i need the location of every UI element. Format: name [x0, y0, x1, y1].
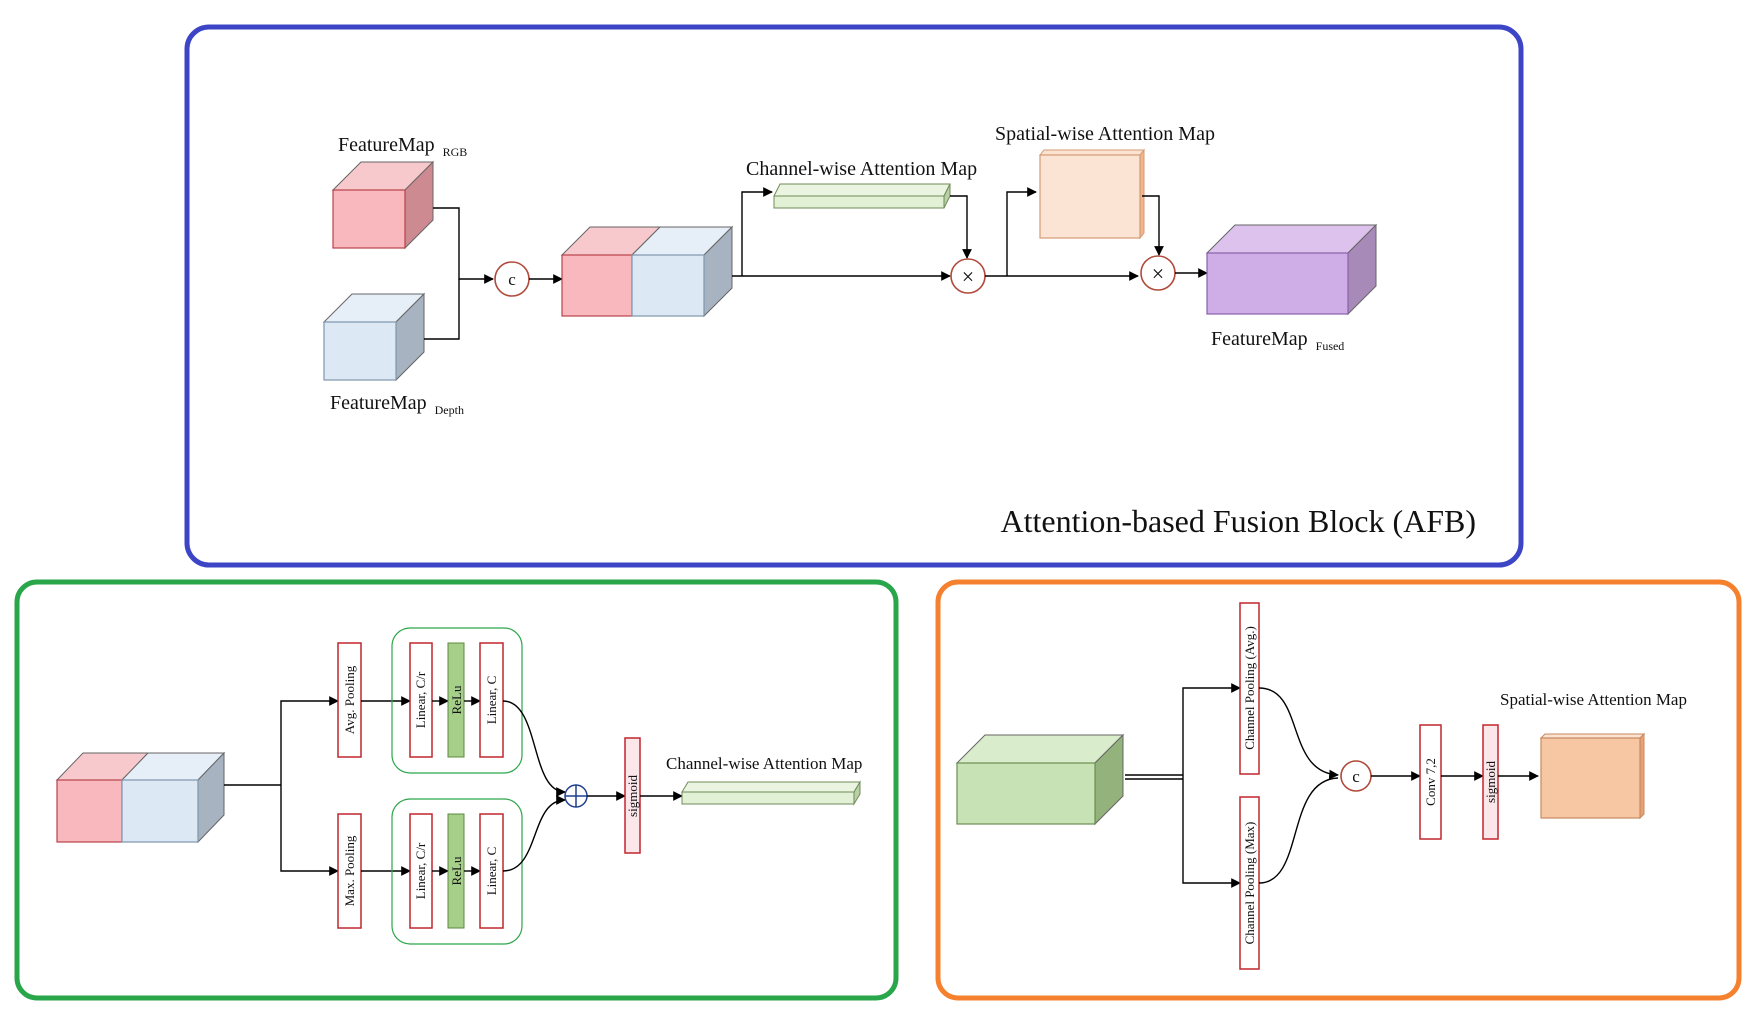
svg-text:Linear, C/r: Linear, C/r: [413, 671, 428, 728]
svg-text:c: c: [1352, 767, 1360, 786]
afb-concat-node: c: [494, 261, 530, 297]
relu-block-top: ReLu: [447, 642, 465, 758]
channel-attention-panel: [14, 579, 899, 1001]
afb-multiply-node-2: ×: [1140, 255, 1176, 291]
add-node: [564, 784, 588, 808]
rgb-feature-cube: [331, 160, 435, 250]
linear-reduce-block-top: Linear, C/r: [409, 642, 433, 758]
svg-text:ReLu: ReLu: [449, 685, 464, 714]
svg-text:c: c: [508, 270, 516, 289]
conv-block: Conv 7,2: [1419, 724, 1442, 840]
spatial-output-label: Spatial-wise Attention Map: [1500, 690, 1687, 709]
spatial-attention-output-map: [1539, 732, 1646, 820]
concat-feature-cube: [560, 225, 734, 318]
channel-max-pool-block: Channel Pooling (Max): [1239, 796, 1260, 970]
avg-pooling-block: Avg. Pooling: [337, 642, 362, 758]
svg-text:Linear, C: Linear, C: [484, 676, 499, 725]
svg-text:sigmoid: sigmoid: [625, 775, 640, 817]
spatial-concat-node: c: [1340, 760, 1372, 792]
svg-text:ReLu: ReLu: [449, 856, 464, 885]
svg-text:Linear, C: Linear, C: [484, 847, 499, 896]
svg-text:sigmoid: sigmoid: [1483, 761, 1498, 803]
afb-channel-attention-bar: [773, 183, 951, 209]
spatial-attention-panel: [935, 579, 1742, 1001]
mlp-group-top: [391, 627, 523, 774]
afb-multiply-node-1: ×: [950, 258, 986, 294]
depth-feature-cube: [322, 292, 426, 382]
channel-output-label: Channel-wise Attention Map: [666, 754, 862, 773]
svg-text:Channel Pooling (Avg.): Channel Pooling (Avg.): [1242, 626, 1257, 750]
svg-text:Conv 7,2: Conv 7,2: [1423, 758, 1438, 806]
svg-text:Linear, C/r: Linear, C/r: [413, 842, 428, 899]
relu-block-bottom: ReLu: [447, 813, 465, 929]
linear-expand-block-top: Linear, C: [479, 642, 504, 758]
svg-text:×: ×: [1152, 261, 1164, 286]
max-pooling-block: Max. Pooling: [337, 813, 362, 929]
svg-text:×: ×: [962, 264, 974, 289]
svg-text:Max. Pooling: Max. Pooling: [342, 835, 357, 906]
afb-spatial-attention-map: [1038, 148, 1146, 240]
afb-title: Attention-based Fusion Block (AFB): [1000, 503, 1476, 539]
svg-text:Avg. Pooling: Avg. Pooling: [342, 665, 357, 734]
mlp-group-bottom: [391, 798, 523, 945]
afb-panel: [184, 24, 1524, 568]
afb-channel-map-label: Channel-wise Attention Map: [746, 158, 977, 180]
afb-spatial-map-label: Spatial-wise Attention Map: [995, 123, 1215, 145]
channel-attention-output-bar: [681, 780, 861, 806]
linear-expand-block-bottom: Linear, C: [479, 813, 504, 929]
spatial-input-cube: [955, 733, 1125, 826]
svg-text:Channel Pooling (Max): Channel Pooling (Max): [1242, 822, 1257, 945]
spatial-sigmoid-block: sigmoid: [1482, 724, 1499, 840]
fused-feature-cube: [1205, 223, 1378, 316]
channel-sigmoid-block: sigmoid: [624, 737, 641, 854]
channel-input-cube: [55, 751, 226, 844]
linear-reduce-block-bottom: Linear, C/r: [409, 813, 433, 929]
channel-avg-pool-block: Channel Pooling (Avg.): [1239, 602, 1260, 775]
